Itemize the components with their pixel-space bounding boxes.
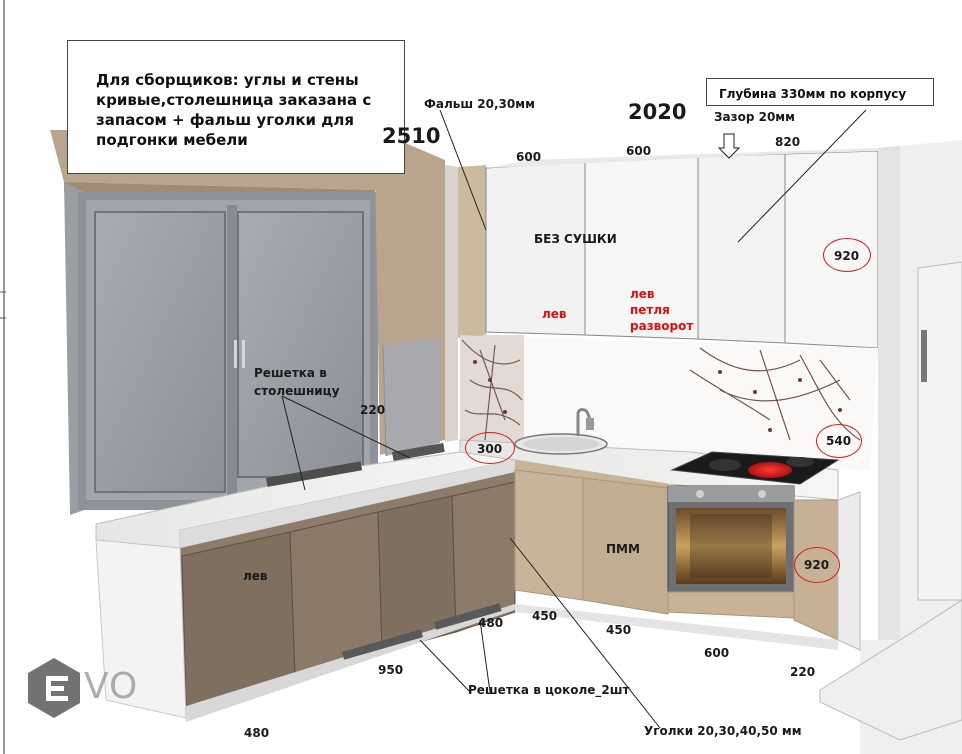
dim-450-b: 450 <box>606 623 632 637</box>
dim-220-right: 220 <box>790 665 816 679</box>
ring-300 <box>465 432 515 464</box>
dim-920-upper: 920 <box>834 249 860 263</box>
ring-540 <box>816 424 862 458</box>
grille-plinth-2 <box>434 603 502 630</box>
window-pane-left <box>94 211 226 493</box>
assembly-note-box: Для сборщиков: углы и стены кривые,столе… <box>67 40 405 174</box>
label-corners: Уголки 20,30,40,50 мм <box>644 724 802 738</box>
dim-450-a: 450 <box>532 609 558 623</box>
leader-lines <box>281 109 867 729</box>
dim-480-plinth: 480 <box>478 616 504 630</box>
dim-920-lower: 920 <box>804 558 830 572</box>
grille-countertop <box>266 461 363 487</box>
faucet <box>576 408 592 436</box>
dim-300: 300 <box>477 442 503 456</box>
fridge <box>917 261 962 601</box>
label-gap: Зазор 20мм <box>714 110 795 124</box>
upper-cabinet-3 <box>697 153 786 344</box>
dim-950: 950 <box>378 663 404 677</box>
logo-text: VO <box>84 666 139 707</box>
dim-480-bottom: 480 <box>244 726 270 740</box>
label-no-dryer: БЕЗ СУШКИ <box>534 232 617 246</box>
dim-600-b: 600 <box>626 144 652 158</box>
logo-hexagon-icon <box>28 658 80 718</box>
dim-220-window: 220 <box>360 403 386 417</box>
ring-920-lower <box>794 547 840 583</box>
door-5 <box>514 469 584 601</box>
dim-2510: 2510 <box>382 124 441 148</box>
depth-note-box: Глубина 330мм по корпусу <box>706 78 934 106</box>
window-pane-right <box>237 211 364 478</box>
burner <box>748 462 792 478</box>
gap-arrow <box>717 133 741 159</box>
depth-note: Глубина 330мм по корпусу <box>719 87 907 101</box>
dim-540: 540 <box>826 434 852 448</box>
dim-2020: 2020 <box>628 100 687 124</box>
label-falsh: Фальш 20,30мм <box>424 97 535 111</box>
oven-window <box>676 508 786 584</box>
label-left-upper: лев <box>542 307 567 321</box>
label-grille-top-text: Решетка в столешницу <box>254 366 340 398</box>
false-panel <box>458 165 486 338</box>
assembly-note: Для сборщиков: углы и стены кривые,столе… <box>96 71 372 149</box>
label-loop: петля <box>630 303 670 317</box>
label-left-lower: лев <box>243 569 268 583</box>
dim-820: 820 <box>775 135 801 149</box>
ring-920-upper <box>823 238 871 272</box>
label-dishwasher: ПММ <box>606 542 640 556</box>
dim-600-c: 600 <box>704 646 730 660</box>
label-grille-top: Решетка в столешницу <box>254 364 350 400</box>
grille-plinth-1 <box>342 629 424 660</box>
label-turn: разворот <box>630 319 694 333</box>
label-grille-plinth: Решетка в цоколе_2шт <box>468 683 630 697</box>
evo-logo: VO <box>24 656 174 730</box>
label-left-hinge: лев <box>630 287 655 301</box>
dim-600-a: 600 <box>516 150 542 164</box>
dishwasher-door <box>582 477 669 615</box>
upper-cabinet-1 <box>485 161 586 336</box>
